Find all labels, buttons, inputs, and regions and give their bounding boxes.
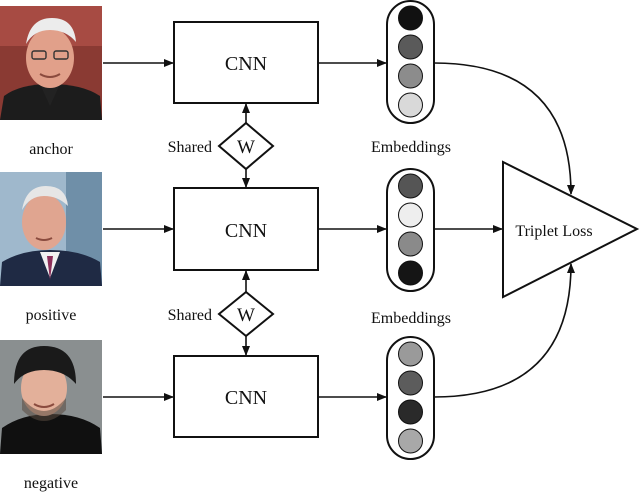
embeddings-label-2: Embeddings (371, 310, 451, 327)
arrow-negative-embedding-to-loss (433, 263, 575, 398)
cnn-label-anchor: CNN (225, 53, 267, 75)
embedding-anchor-dot-1 (398, 5, 423, 31)
embedding-negative-dot-4 (398, 428, 423, 454)
embedding-anchor-dot-4 (398, 92, 423, 118)
embedding-negative (386, 336, 435, 460)
cnn-label-negative: CNN (225, 387, 267, 409)
embedding-positive-dot-1 (398, 173, 423, 199)
weight-label-2: W (237, 305, 255, 326)
triplet-loss-label: Triplet Loss (515, 223, 592, 240)
cnn-block-negative: CNN (173, 355, 319, 438)
anchor-label: anchor (29, 141, 73, 158)
embedding-anchor-dot-2 (398, 34, 423, 60)
weight-label-1: W (237, 137, 255, 158)
anchor-photo (0, 6, 102, 120)
embedding-negative-dot-2 (398, 370, 423, 396)
negative-label: negative (24, 475, 78, 492)
embedding-positive (386, 168, 435, 292)
cnn-label-positive: CNN (225, 220, 267, 242)
positive-photo (0, 172, 102, 286)
embedding-negative-dot-1 (398, 341, 423, 367)
embedding-anchor-dot-3 (398, 63, 423, 89)
embedding-negative-dot-3 (398, 399, 423, 425)
cnn-block-anchor: CNN (173, 21, 319, 104)
positive-label: positive (26, 307, 77, 324)
triplet-loss-block: Triplet Loss (502, 160, 640, 299)
shared-label-1: Shared (168, 139, 212, 156)
negative-photo (0, 340, 102, 454)
shared-weight-diamond-1: W (217, 121, 275, 171)
embedding-positive-dot-4 (398, 260, 423, 286)
shared-label-2: Shared (168, 307, 212, 324)
shared-weight-diamond-2: W (217, 290, 275, 338)
arrow-anchor-embedding-to-loss (433, 62, 575, 195)
embedding-anchor (386, 0, 435, 124)
cnn-block-positive: CNN (173, 187, 319, 271)
embedding-positive-dot-2 (398, 202, 423, 228)
embedding-positive-dot-3 (398, 231, 423, 257)
embeddings-label-1: Embeddings (371, 139, 451, 156)
